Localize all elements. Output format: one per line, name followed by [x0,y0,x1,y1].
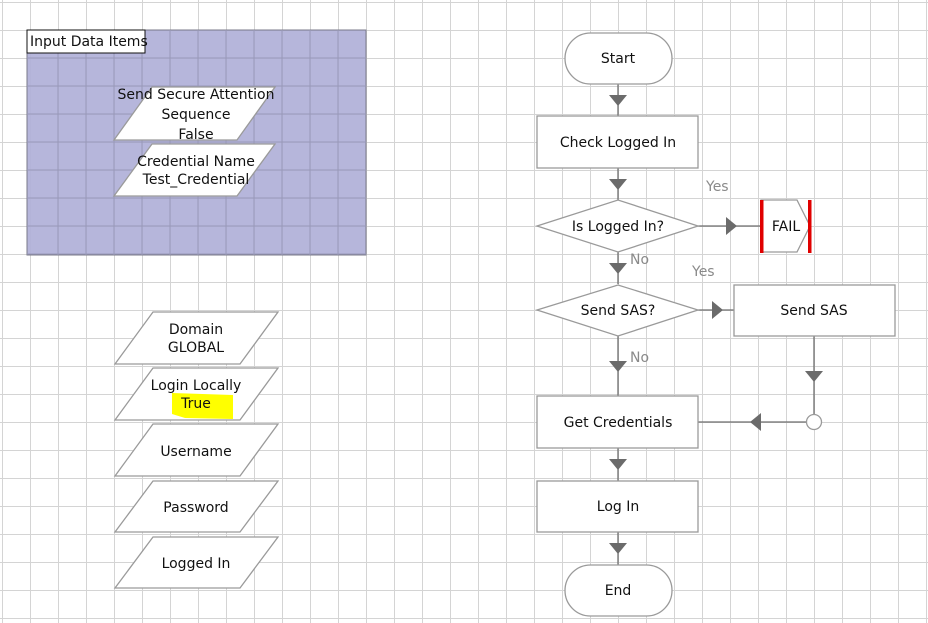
stage-send-sas[interactable]: Send SAS [733,284,896,337]
arrow-down-icon [805,371,823,382]
start-terminator-shape [564,32,673,85]
arrow-right-icon [726,217,737,235]
stage-send-sas-decision[interactable]: Send SAS? [534,284,701,337]
stage-end[interactable]: End [564,564,673,617]
process-shape [733,284,896,337]
stage-label: Send SAS [780,303,847,319]
data-item-value: GLOBAL [168,340,224,356]
data-item-send-secure-attention-sequence[interactable]: Send Secure Attention Sequence False [112,86,277,143]
data-item-name: Send Secure Attention [118,87,275,103]
arrow-left-icon [750,413,761,431]
stage-label: FAIL [772,219,800,235]
data-item-name: Sequence [161,107,230,123]
exception-marker-left [760,200,764,253]
stage-label: Send SAS? [581,303,656,319]
branch-label-yes: Yes [705,179,729,195]
stage-fail-exception[interactable]: FAIL [760,199,812,253]
stage-log-in[interactable]: Log In [536,480,699,533]
arrow-down-icon [609,263,627,274]
arrow-down-icon [609,543,627,554]
process-shape [536,480,699,533]
process-shape [536,395,699,449]
links [609,84,823,565]
stage-is-logged-in-decision[interactable]: Is Logged In? [534,199,701,253]
data-item-domain[interactable]: Domain GLOBAL [113,311,280,365]
data-item-username[interactable]: Username [113,423,280,477]
data-item-shape [112,86,277,141]
stage-get-credentials[interactable]: Get Credentials [536,395,699,449]
data-item-credential-name[interactable]: Credential Name Test_Credential [112,143,277,197]
data-item-shape [113,480,280,533]
arrow-down-icon [609,179,627,190]
data-item-shape [112,143,277,197]
data-item-value: Test_Credential [142,172,250,188]
data-item-password[interactable]: Password [113,480,280,533]
input-data-block-title-box [26,29,146,54]
data-item-name: Login Locally [151,378,242,394]
arrow-down-icon [609,95,627,106]
arrow-down-icon [609,459,627,470]
data-item-logged-in[interactable]: Logged In [113,536,280,589]
input-data-block-grid [27,30,366,255]
input-data-block[interactable]: Input Data Items Send Secure Attention S… [26,29,367,256]
data-item-shape [113,311,280,365]
branch-label-no: No [630,252,649,268]
input-data-block-title: Input Data Items [30,34,148,50]
highlight-mark [172,393,233,419]
branch-label-yes: Yes [691,264,715,280]
stage-label: Get Credentials [564,415,673,431]
data-item-value: True [180,396,211,412]
stage-check-logged-in[interactable]: Check Logged In [536,115,699,169]
branch-label-no: No [630,350,649,366]
process-shape [536,115,699,169]
anchor-point[interactable] [805,413,823,431]
arrow-right-icon [712,301,723,319]
stage-label: End [605,583,632,599]
data-item-login-locally[interactable]: Login Locally True [113,367,280,421]
stage-label: Is Logged In? [572,219,664,235]
data-item-name: Credential Name [137,154,255,170]
decision-shape [534,284,701,337]
data-item-name: Password [163,500,228,516]
data-item-shape [113,536,280,589]
end-terminator-shape [564,564,673,617]
data-item-shape [113,423,280,477]
data-item-name: Username [160,444,231,460]
stage-label: Log In [597,499,639,515]
exception-marker-right [808,200,812,253]
decision-shape [534,199,701,253]
arrow-down-icon [609,361,627,372]
data-item-name: Logged In [162,556,231,572]
stage-start[interactable]: Start [564,32,673,85]
stage-label: Start [601,51,636,67]
data-item-value: False [178,127,213,143]
data-item-name: Domain [169,322,223,338]
stage-label: Check Logged In [560,135,676,151]
